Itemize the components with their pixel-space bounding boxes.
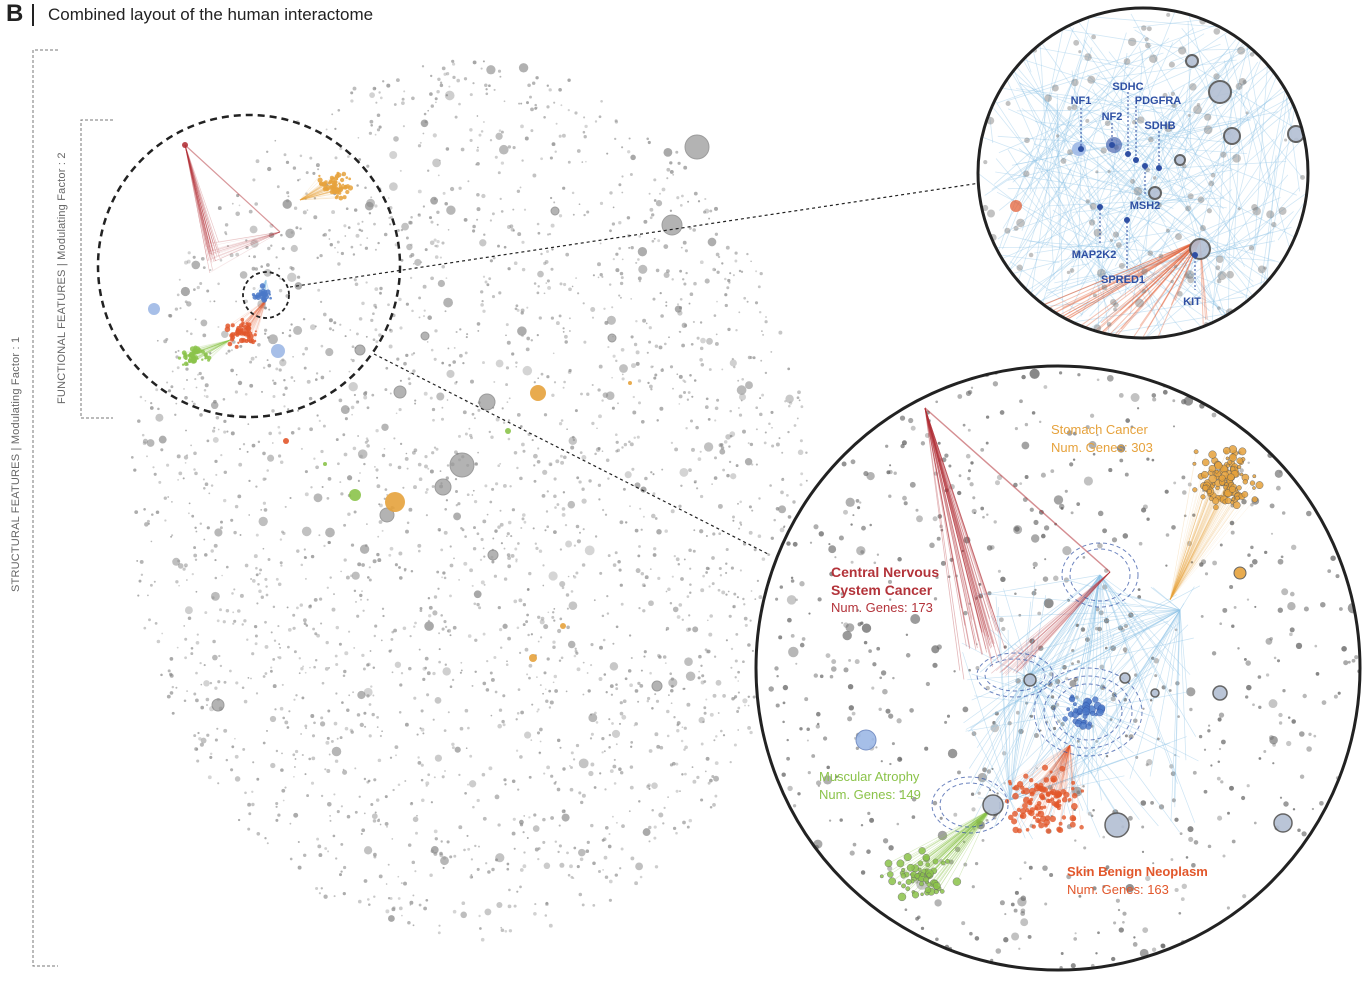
functional-bracket	[80, 119, 113, 419]
panel-title-divider	[32, 4, 34, 26]
cluster-label-cns: Central Nervous System Cancer Num. Genes…	[831, 564, 939, 615]
cluster-label-stomach: Stomach Cancer Num. Genes: 303	[1051, 422, 1153, 455]
gene-zoom-connector	[289, 182, 981, 288]
gene-SDHC: SDHC	[1112, 81, 1144, 157]
gene-NF2: NF2	[1102, 111, 1122, 148]
gene-labels: NF1 NF2 SDHC PDGFRA SDHB	[1071, 81, 1202, 308]
gene-NF1: NF1	[1071, 95, 1091, 152]
cluster-zoom-inset	[754, 364, 1362, 972]
panel-letter: B	[6, 0, 24, 27]
gene-zoom-inset	[976, 6, 1310, 340]
gene-KIT: KIT	[1183, 252, 1201, 308]
cluster-label-muscular: Muscular Atrophy Num. Genes: 149	[819, 769, 921, 802]
gene-MSH2: MSH2	[1130, 163, 1160, 212]
cluster-zoom-connector	[373, 353, 771, 556]
gene-MAP2K2: MAP2K2	[1072, 204, 1116, 261]
gene-highlight-circle	[242, 271, 290, 319]
structural-bracket	[32, 49, 58, 967]
gene-SDHB: SDHB	[1144, 120, 1176, 171]
panel-title: Combined layout of the human interactome	[48, 5, 374, 24]
cluster-label-skin: Skin Benign Neoplasm Num. Genes: 163	[1067, 864, 1208, 897]
gene-SPRED1: SPRED1	[1101, 217, 1145, 286]
overview-highlight-circle	[96, 113, 402, 419]
overview-disease-clusters	[177, 142, 354, 367]
gene-PDGFRA: PDGFRA	[1133, 95, 1181, 163]
background-nodes	[130, 59, 808, 942]
